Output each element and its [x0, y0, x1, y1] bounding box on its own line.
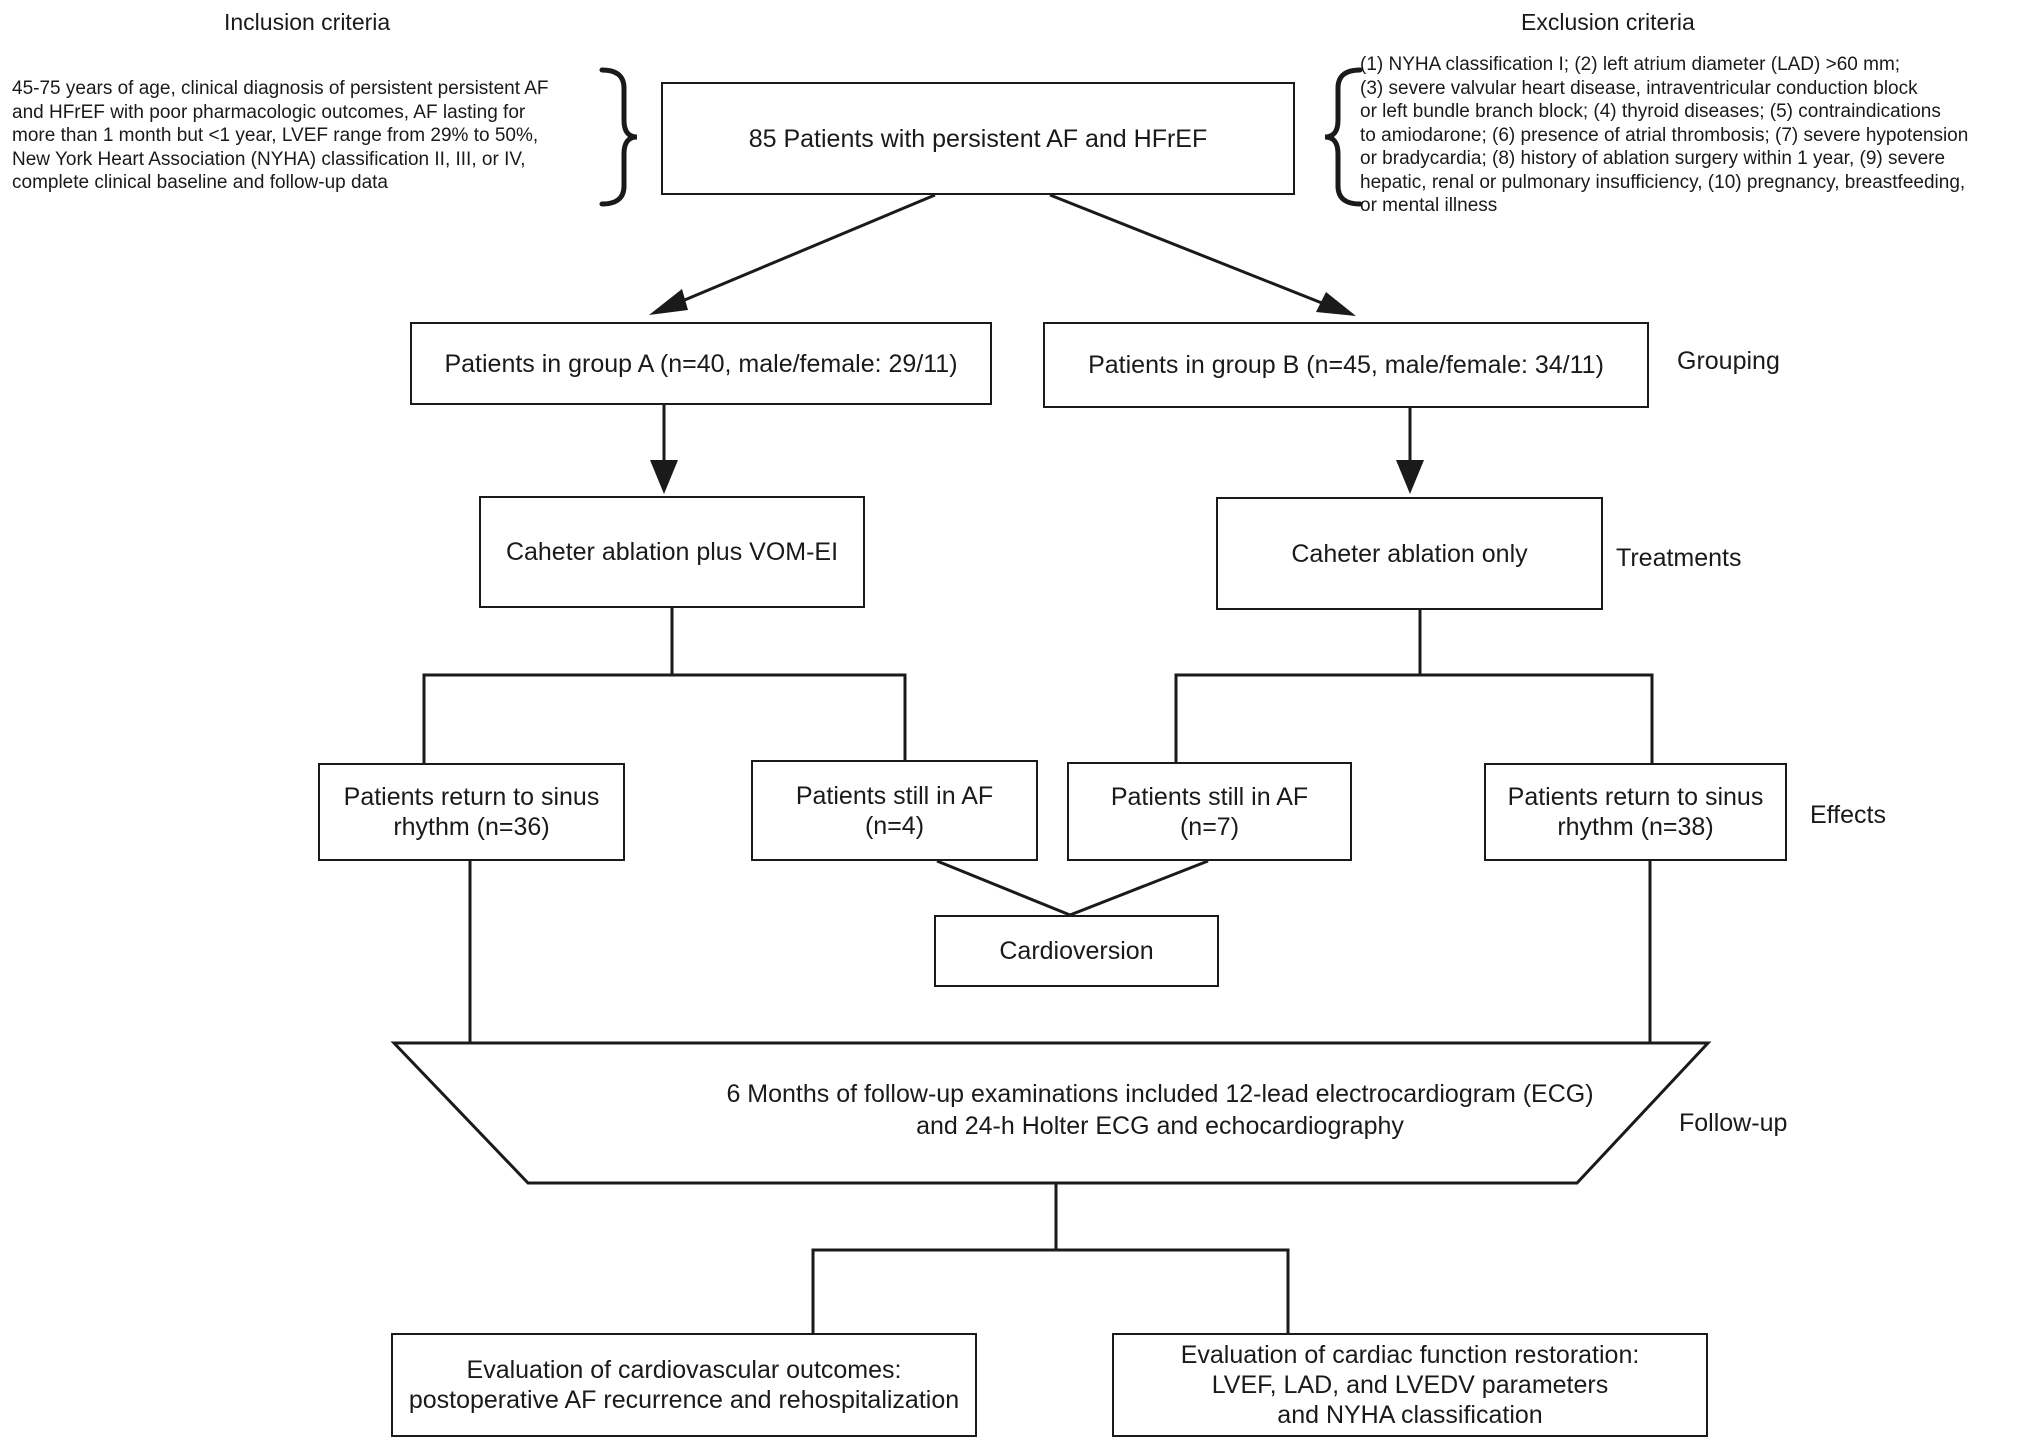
inclusion-line: complete clinical baseline and follow-up…	[12, 172, 389, 193]
group-a-box: Patients in group A (n=40, male/female: …	[410, 322, 992, 405]
follow-up-shape	[390, 1041, 1712, 1185]
follow-up-text: 6 Months of follow-up examinations inclu…	[420, 1078, 1900, 1142]
arrowhead-treatment-a	[650, 460, 678, 494]
b-af-box: Patients still in AF (n=7)	[1067, 762, 1352, 861]
exclusion-line: hepatic, renal or pulmonary insufficienc…	[1360, 171, 1966, 193]
treatment-a-box: Caheter ablation plus VOM-EI	[479, 496, 865, 608]
outcome-cardiovascular-line: Evaluation of cardiovascular outcomes:	[466, 1356, 902, 1384]
inclusion-criteria-text: 45-75 years of age, clinical diagnosis o…	[12, 77, 549, 195]
exclusion-line: or left bundle branch block; (4) thyroid…	[1360, 101, 1941, 122]
exclusion-line: or mental illness	[1360, 195, 1498, 216]
a-sinus-line: rhythm (n=36)	[393, 813, 550, 841]
stage-label-follow-up: Follow-up	[1679, 1109, 1788, 1137]
exclusion-line: (1) NYHA classification I; (2) left atri…	[1360, 54, 1901, 75]
outcome-cardiac-function-box: Evaluation of cardiac function restorati…	[1112, 1333, 1708, 1437]
cardioversion-box: Cardioversion	[934, 915, 1219, 987]
a-sinus-text: Patients return to sinus rhythm (n=36)	[344, 782, 600, 842]
group-b-label: Patients in group B (n=45, male/female: …	[1088, 351, 1604, 379]
b-af-line: (n=7)	[1179, 812, 1240, 841]
cardioversion-label: Cardioversion	[999, 937, 1154, 965]
a-sinus-box: Patients return to sinus rhythm (n=36)	[318, 763, 625, 861]
outcome-cardiovascular-box: Evaluation of cardiovascular outcomes: p…	[391, 1333, 977, 1437]
inclusion-brace-icon	[599, 67, 638, 207]
follow-up-line: and 24-h Holter ECG and echocardiography	[916, 1112, 1404, 1140]
split-bar-a	[422, 673, 907, 781]
exclusion-brace-icon	[1324, 67, 1363, 207]
arrowhead-group-b	[1316, 292, 1356, 316]
patients-box: 85 Patients with persistent AF and HFrEF	[661, 82, 1295, 195]
a-af-line: (n=4)	[864, 811, 925, 840]
arrow-to-group-b	[1049, 193, 1348, 315]
exclusion-line: or bradycardia; (8) history of ablation …	[1360, 148, 1946, 169]
stage-label-grouping: Grouping	[1677, 347, 1780, 375]
stage-label-effects: Effects	[1810, 801, 1886, 829]
arrowhead-treatment-b	[1396, 460, 1424, 494]
arrow-to-group-a	[655, 193, 936, 314]
patients-label: 85 Patients with persistent AF and HFrEF	[748, 124, 1208, 153]
inclusion-line: and HFrEF with poor pharmacologic outcom…	[12, 101, 526, 123]
inclusion-line: 45-75 years of age, clinical diagnosis o…	[12, 78, 549, 99]
b-af-text: Patients still in AF (n=7)	[1111, 782, 1308, 842]
outcome-cardiovascular-line: postoperative AF recurrence and rehospit…	[408, 1386, 960, 1414]
inclusion-line: New York Heart Association (NYHA) classi…	[12, 148, 526, 170]
split-bar-b	[1174, 673, 1654, 763]
outcome-cardiac-function-line: LVEF, LAD, and LVEDV parameters	[1211, 1371, 1609, 1399]
b-sinus-box: Patients return to sinus rhythm (n=38)	[1484, 763, 1787, 861]
exclusion-line: to amiodarone; (6) presence of atrial th…	[1360, 124, 1969, 146]
treatment-a-label: Caheter ablation plus VOM-EI	[505, 538, 839, 566]
outcome-cardiovascular-text: Evaluation of cardiovascular outcomes: p…	[409, 1355, 959, 1415]
exclusion-heading: Exclusion criteria	[1521, 9, 1695, 35]
outcome-cardiac-function-line: and NYHA classification	[1277, 1401, 1543, 1429]
stage-label-treatments: Treatments	[1616, 544, 1742, 572]
af-to-cardioversion-connector	[936, 859, 1209, 917]
a-af-box: Patients still in AF (n=4)	[751, 760, 1038, 861]
a-af-text: Patients still in AF (n=4)	[796, 781, 993, 841]
b-sinus-line: rhythm (n=38)	[1557, 813, 1714, 841]
b-sinus-line: Patients return to sinus	[1507, 783, 1764, 811]
exclusion-criteria-text: (1) NYHA classification I; (2) left atri…	[1360, 53, 1968, 218]
outcome-cardiac-function-text: Evaluation of cardiac function restorati…	[1181, 1340, 1640, 1430]
follow-up-line: 6 Months of follow-up examinations inclu…	[726, 1080, 1594, 1108]
treatment-b-label: Caheter ablation only	[1291, 539, 1528, 568]
a-af-line: Patients still in AF	[795, 781, 994, 810]
b-sinus-text: Patients return to sinus rhythm (n=38)	[1508, 782, 1764, 842]
b-af-line: Patients still in AF	[1110, 782, 1309, 811]
group-b-box: Patients in group B (n=45, male/female: …	[1043, 322, 1649, 408]
outcome-cardiac-function-line: Evaluation of cardiac function restorati…	[1180, 1341, 1640, 1369]
group-a-label: Patients in group A (n=40, male/female: …	[444, 349, 958, 378]
exclusion-line: (3) severe valvular heart disease, intra…	[1360, 77, 1918, 99]
outcomes-split-bar	[811, 1248, 1290, 1333]
a-sinus-line: Patients return to sinus	[343, 783, 600, 811]
treatment-b-box: Caheter ablation only	[1216, 497, 1603, 610]
arrowhead-group-a	[649, 289, 688, 315]
inclusion-line: more than 1 month but <1 year, LVEF rang…	[12, 125, 539, 146]
inclusion-heading: Inclusion criteria	[224, 9, 391, 35]
